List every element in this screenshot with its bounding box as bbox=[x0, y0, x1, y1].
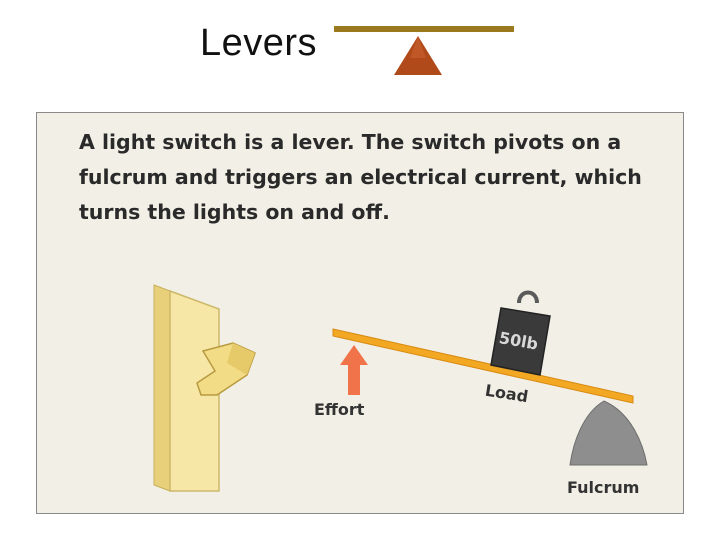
switch-toggle-face bbox=[227, 343, 255, 375]
lever-beam bbox=[332, 328, 634, 404]
effort-label: Effort bbox=[314, 400, 365, 419]
effort-arrow-icon bbox=[340, 345, 368, 395]
weight-icon: 50lb bbox=[490, 290, 551, 376]
switch-plate-side bbox=[153, 284, 171, 492]
slide-title: Levers bbox=[200, 22, 318, 64]
load-label: Load bbox=[484, 381, 530, 407]
weight-body bbox=[490, 307, 551, 376]
illustration-panel: A light switch is a lever. The switch pi… bbox=[36, 112, 684, 514]
light-switch-icon bbox=[153, 284, 256, 492]
weight-handle bbox=[517, 290, 539, 304]
fulcrum-label: Fulcrum bbox=[567, 478, 639, 497]
fulcrum-icon bbox=[569, 400, 648, 466]
logo-beam bbox=[334, 26, 514, 32]
logo-fulcrum-shade bbox=[410, 36, 426, 58]
switch-plate bbox=[169, 289, 220, 492]
lever-logo-icon bbox=[334, 26, 514, 75]
caption-text: A light switch is a lever. The switch pi… bbox=[79, 130, 642, 224]
lever-illustration: 50lb Effort Load Fulcrum bbox=[153, 284, 648, 497]
